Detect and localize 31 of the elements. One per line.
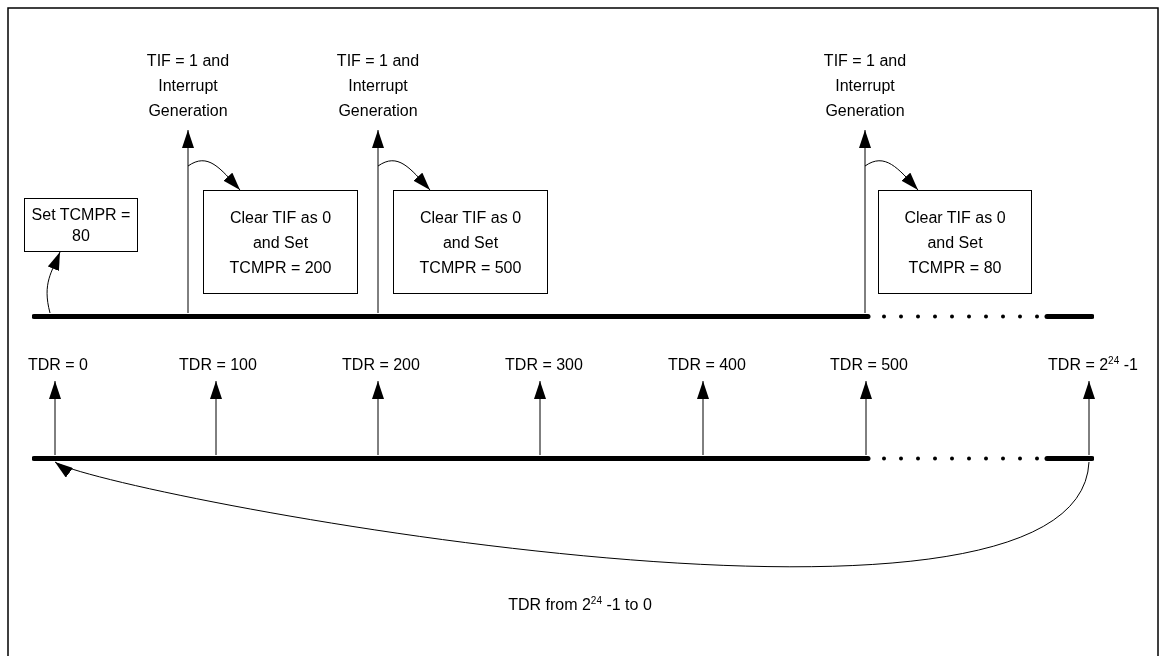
arrow (187, 160, 241, 191)
arrow (860, 380, 872, 456)
annotation-text: TIF = 1 and Interrupt Generation (308, 48, 448, 126)
annotation-text: TDR = 400 (656, 352, 758, 377)
arrow (372, 129, 384, 314)
process-box: Clear TIF as 0 and Set TCMPR = 200 (203, 190, 358, 294)
process-box: Clear TIF as 0 and Set TCMPR = 500 (393, 190, 548, 294)
timeline-bar (32, 455, 1094, 462)
annotation-text: TDR = 500 (818, 352, 920, 377)
annotation-text: TIF = 1 and Interrupt Generation (118, 48, 258, 126)
arrow (372, 380, 384, 456)
arrow (49, 380, 61, 456)
annotation-text: TIF = 1 and Interrupt Generation (795, 48, 935, 126)
annotation-text: TDR = 100 (168, 352, 268, 377)
arrow (46, 251, 61, 314)
arrow (54, 461, 1090, 567)
timeline-bar (32, 313, 1094, 320)
arrow (1083, 380, 1095, 456)
arrow (377, 160, 431, 191)
process-box: Clear TIF as 0 and Set TCMPR = 80 (878, 190, 1032, 294)
arrow (182, 129, 194, 314)
arrow (210, 380, 222, 456)
annotation-text: TDR = 200 (330, 352, 432, 377)
arrow (859, 129, 871, 314)
annotation-text: TDR = 2$^{24}$ -1 (1030, 352, 1156, 377)
annotation-text: TDR = 0 (18, 352, 98, 377)
arrow (534, 380, 546, 456)
arrow (697, 380, 709, 456)
arrow (864, 160, 919, 191)
process-box: Set TCMPR = 80 (24, 198, 138, 252)
annotation-text: TDR = 300 (493, 352, 595, 377)
